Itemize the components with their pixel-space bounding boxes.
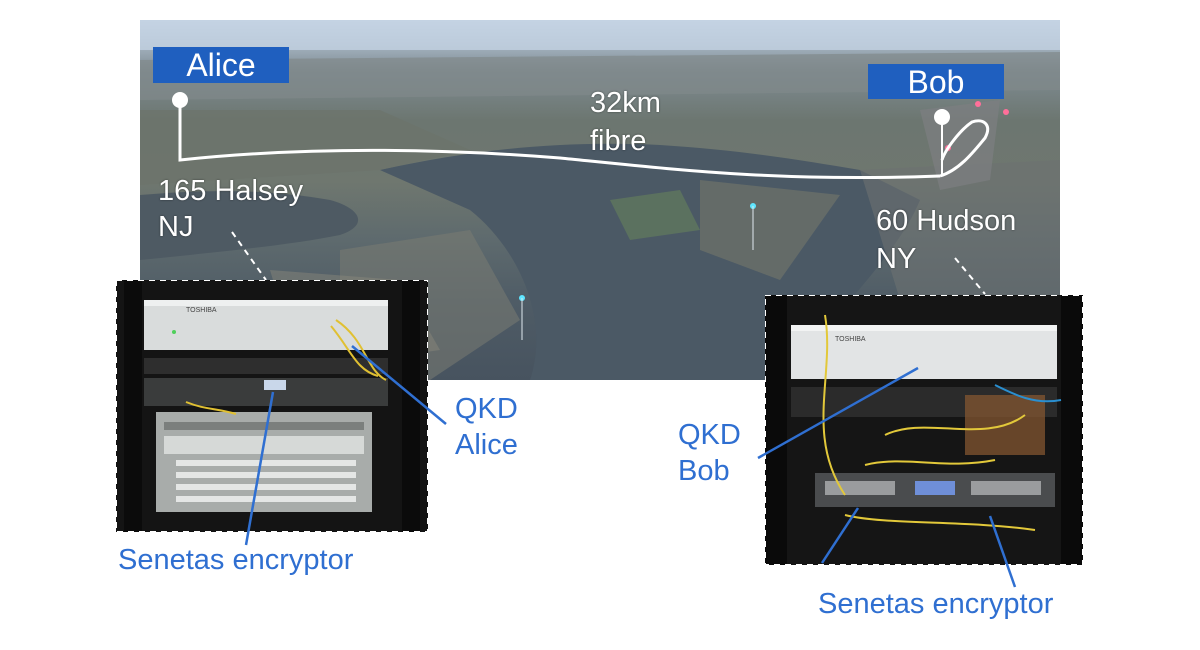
alice-tag: Alice bbox=[153, 47, 289, 83]
qkd-bob-unit bbox=[791, 325, 1057, 379]
qkd-alice-label-line2: Alice bbox=[455, 428, 518, 463]
qkd-bob-label-line2: Bob bbox=[678, 454, 730, 489]
rack-photo-bob: TOSHIBA bbox=[765, 295, 1083, 565]
encryptor-alice-label: Senetas encryptor bbox=[118, 543, 353, 578]
site-alice-state: NJ bbox=[158, 210, 193, 244]
svg-text:TOSHIBA: TOSHIBA bbox=[835, 336, 866, 343]
site-bob-state: NY bbox=[876, 242, 916, 276]
senetas-alice-unit bbox=[264, 380, 286, 390]
fibre-length-label: 32km bbox=[590, 86, 661, 120]
encryptor-bob-label: Senetas encryptor bbox=[818, 587, 1053, 622]
rack-bob-graphic: TOSHIBA bbox=[765, 295, 1083, 565]
site-bob-address: 60 Hudson bbox=[876, 204, 1016, 238]
site-alice-address: 165 Halsey bbox=[158, 174, 303, 208]
fibre-type-label: fibre bbox=[590, 124, 646, 158]
qkd-alice-unit bbox=[144, 300, 388, 350]
qkd-alice-label-line1: QKD bbox=[455, 392, 518, 427]
qkd-bob-label-line1: QKD bbox=[678, 418, 741, 453]
rack-alice-graphic: TOSHIBA bbox=[116, 280, 428, 532]
svg-text:TOSHIBA: TOSHIBA bbox=[186, 307, 217, 314]
bob-tag: Bob bbox=[868, 64, 1004, 99]
rack-photo-alice: TOSHIBA bbox=[116, 280, 428, 532]
